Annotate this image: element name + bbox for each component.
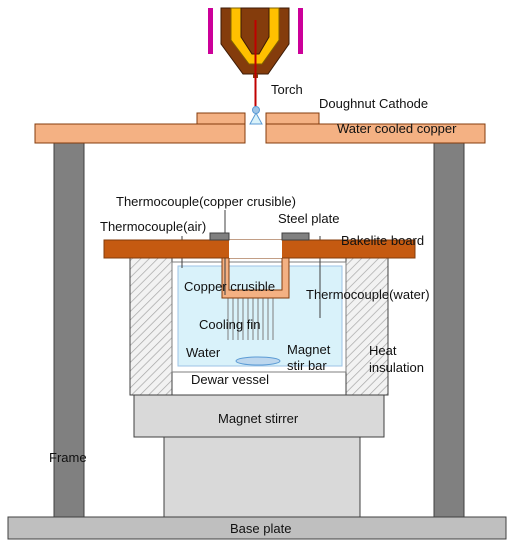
frame-right-leg bbox=[433, 142, 465, 518]
label-doughnut-cathode: Doughnut Cathode bbox=[319, 96, 428, 111]
label-cooling-fin: Cooling fin bbox=[199, 317, 260, 332]
torch-arc bbox=[252, 106, 260, 114]
label-frame: Frame bbox=[49, 450, 87, 465]
doughnut-cathode-gap bbox=[244, 113, 267, 143]
label-torch: Torch bbox=[271, 82, 303, 97]
label-thermocouple-air: Thermocouple(air) bbox=[100, 219, 206, 234]
torch-sleeve-left bbox=[208, 8, 213, 54]
heat-insulation-left bbox=[129, 257, 173, 396]
doughnut-cathode-right bbox=[265, 112, 320, 125]
bakelite-opening bbox=[229, 240, 282, 258]
label-water-cooled-copper: Water cooled copper bbox=[337, 121, 457, 136]
label-bakelite-board: Bakelite board bbox=[341, 233, 424, 248]
heat-insulation-right bbox=[345, 257, 389, 396]
label-copper-crucible: Copper crusible bbox=[184, 279, 275, 294]
label-dewar-vessel: Dewar vessel bbox=[191, 372, 269, 387]
stirrer-base bbox=[163, 436, 361, 518]
label-heat-insulation-line1: Heat bbox=[369, 343, 397, 358]
cooling-fin bbox=[227, 298, 274, 340]
frame-left-leg bbox=[53, 142, 85, 518]
label-thermocouple-copper: Thermocouple(copper crusible) bbox=[116, 194, 296, 209]
label-steel-plate: Steel plate bbox=[278, 211, 339, 226]
magnet-stir-bar bbox=[235, 356, 281, 366]
water bbox=[177, 265, 343, 367]
doughnut-cathode-cone bbox=[249, 111, 263, 125]
label-magnet-stir-bar-line1: Magnet bbox=[287, 342, 331, 357]
torch-sleeve-right bbox=[298, 8, 303, 54]
doughnut-cathode-left bbox=[196, 112, 246, 125]
label-water: Water bbox=[186, 345, 221, 360]
label-base-plate: Base plate bbox=[230, 521, 291, 536]
torch bbox=[208, 7, 303, 112]
steel-plate-right bbox=[281, 232, 310, 241]
label-magnet-stir-bar-line2: stir bar bbox=[287, 358, 327, 373]
label-thermocouple-water: Thermocouple(water) bbox=[306, 287, 430, 302]
steel-plate-left bbox=[209, 232, 230, 241]
label-magnet-stirrer: Magnet stirrer bbox=[218, 411, 299, 426]
label-heat-insulation-line2: insulation bbox=[369, 360, 424, 375]
water-cooled-copper-left bbox=[34, 123, 246, 144]
